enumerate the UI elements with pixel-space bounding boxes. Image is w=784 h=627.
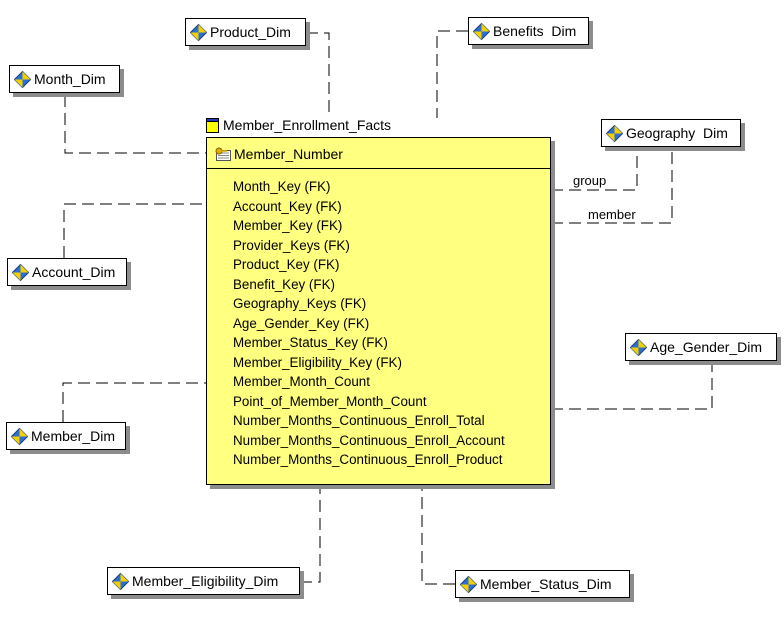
- dim-label: Month_Dim: [34, 71, 106, 87]
- entity-icon: [12, 263, 29, 281]
- attribute-item: Geography_Keys (FK): [233, 296, 367, 311]
- fact-table[interactable]: Member_Number Month_Key (FK) Account_Key…: [206, 137, 551, 485]
- attribute-item: Member_Eligibility_Key (FK): [233, 354, 402, 370]
- entity-icon: [190, 23, 207, 41]
- relationship-label-member: member: [588, 207, 636, 222]
- entity-icon: [630, 338, 647, 356]
- attribute-item: Point_of_Member_Month_Count: [233, 393, 427, 409]
- line-product: [306, 32, 330, 118]
- entity-icon: [460, 575, 477, 593]
- line-month: [64, 95, 206, 154]
- line-member: [62, 382, 206, 422]
- line-benefits: [436, 30, 468, 118]
- line-account: [63, 203, 206, 258]
- account-dim-box[interactable]: Account_Dim: [7, 258, 127, 286]
- primary-key-row: Member_Number: [215, 144, 343, 164]
- fact-title-text: Member_Enrollment_Facts: [223, 117, 392, 133]
- entity-icon: [112, 572, 129, 590]
- primary-key-label: Member_Number: [234, 146, 343, 162]
- attribute-item: Number_Months_Continuous_Enroll_Account: [233, 432, 505, 448]
- product-dim-box[interactable]: Product_Dim: [185, 18, 306, 46]
- attribute-item: Number_Months_Continuous_Enroll_Product: [233, 452, 503, 467]
- dim-label: Member_Eligibility_Dim: [132, 573, 279, 589]
- member-dim-box[interactable]: Member_Dim: [6, 422, 126, 450]
- attribute-item: Member_Status_Key (FK): [233, 335, 388, 350]
- entity-icon: [14, 70, 31, 88]
- line-geography-group: [551, 148, 638, 191]
- attribute-item: Member_Key (FK): [233, 218, 343, 233]
- entity-icon: [606, 124, 623, 142]
- dim-label: Geography Dim: [626, 125, 728, 141]
- attribute-item: Age_Gender_Key (FK): [233, 315, 370, 331]
- key-separator: [207, 168, 550, 169]
- key-icon: [215, 147, 231, 161]
- relationship-label-group: group: [573, 173, 607, 188]
- month-dim-box[interactable]: Month_Dim: [9, 65, 120, 93]
- attribute-item: Product_Key (FK): [233, 257, 340, 272]
- entity-icon: [11, 427, 28, 445]
- entity-icon: [473, 22, 490, 40]
- dim-label: Member_Status_Dim: [480, 576, 612, 592]
- line-status: [421, 485, 455, 585]
- attribute-item: Month_Key (FK): [233, 179, 331, 194]
- line-eligibility: [300, 485, 321, 583]
- dim-label: Member_Dim: [31, 428, 116, 444]
- geography-dim-box[interactable]: Geography Dim: [601, 119, 741, 147]
- member-status-dim-box[interactable]: Member_Status_Dim: [455, 570, 630, 598]
- attribute-item: Number_Months_Continuous_Enroll_Total: [233, 413, 485, 428]
- benefits-dim-box[interactable]: Benefits Dim: [468, 17, 589, 45]
- dim-label: Age_Gender_Dim: [650, 339, 763, 355]
- line-age-gender: [551, 361, 713, 410]
- attribute-item: Benefit_Key (FK): [233, 276, 335, 292]
- dim-label: Product_Dim: [210, 24, 291, 40]
- dim-label: Benefits Dim: [493, 23, 577, 39]
- member-eligibility-dim-box[interactable]: Member_Eligibility_Dim: [107, 567, 300, 595]
- attribute-item: Provider_Keys (FK): [233, 237, 350, 253]
- table-icon: [206, 117, 219, 133]
- attribute-item: Member_Month_Count: [233, 374, 370, 389]
- dim-label: Account_Dim: [32, 264, 116, 280]
- attribute-list: Month_Key (FK) Account_Key (FK) Member_K…: [233, 177, 505, 470]
- line-geography-member: [551, 148, 673, 224]
- attribute-item: Account_Key (FK): [233, 198, 342, 214]
- age-gender-dim-box[interactable]: Age_Gender_Dim: [625, 333, 777, 361]
- fact-table-title: Member_Enrollment_Facts: [206, 116, 391, 134]
